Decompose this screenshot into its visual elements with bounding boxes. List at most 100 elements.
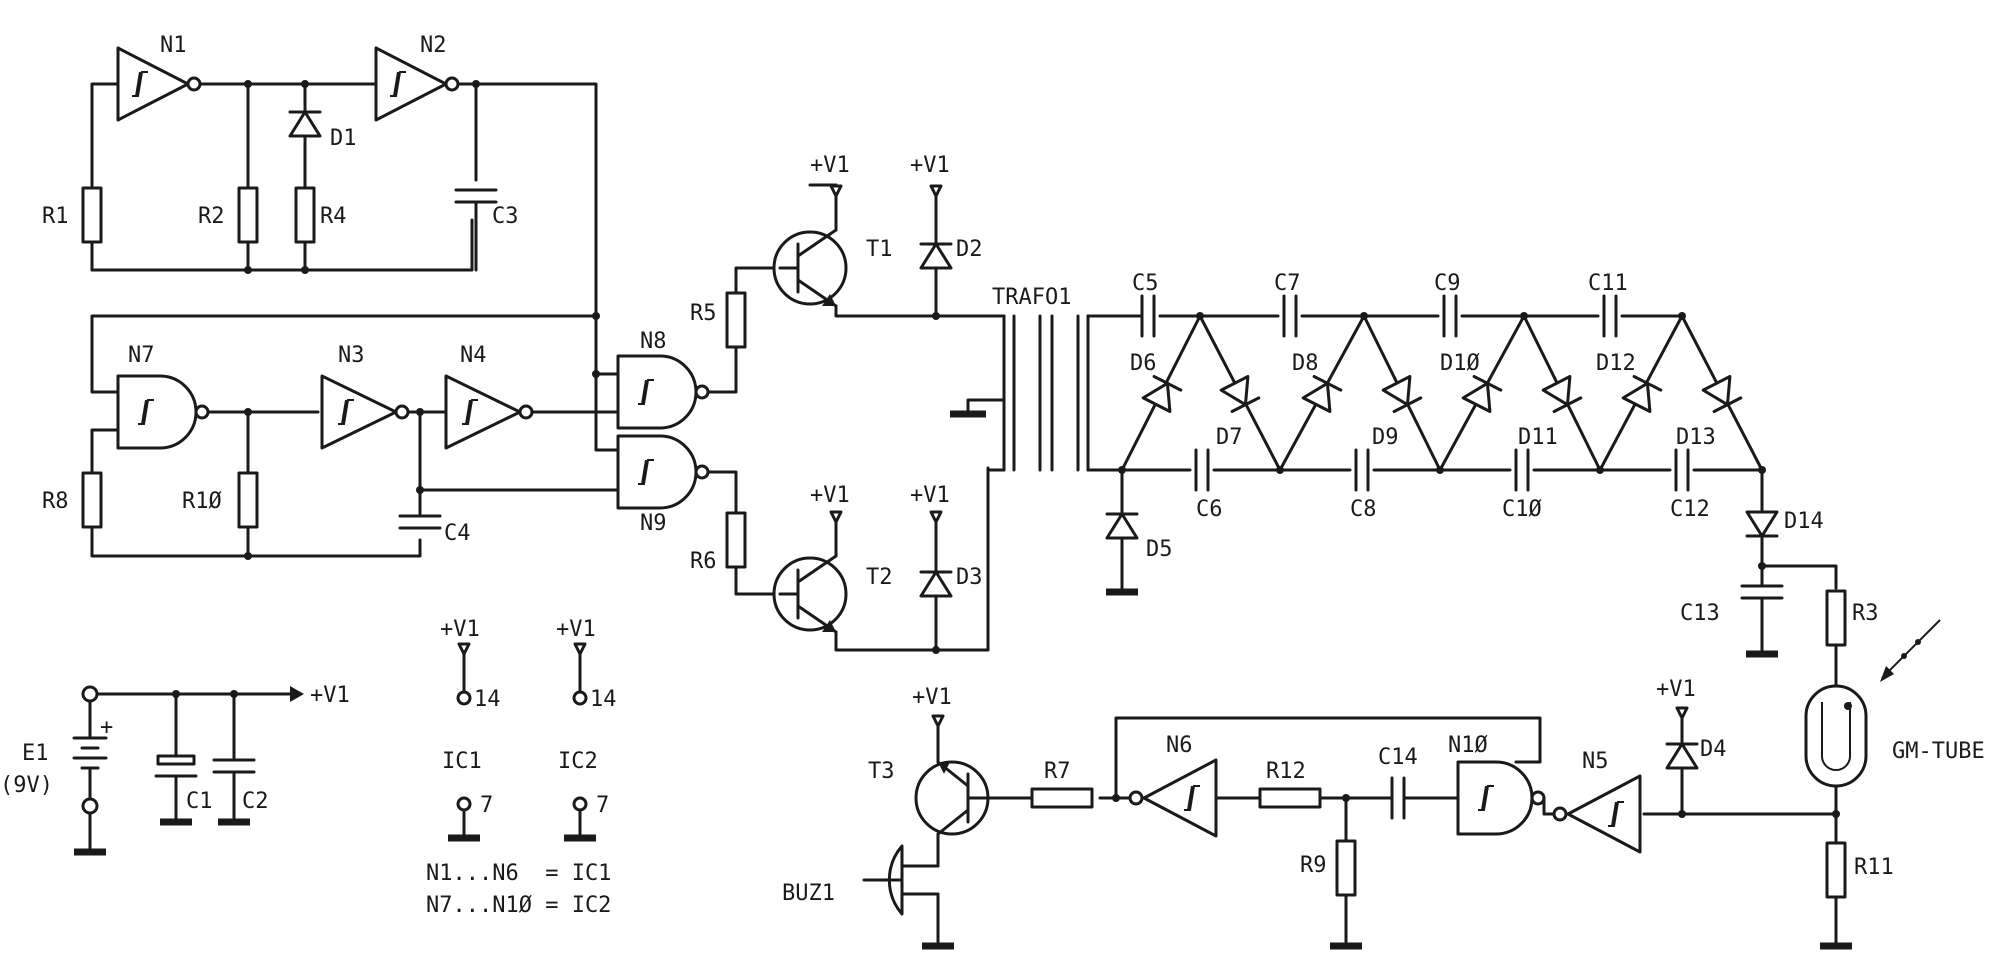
label-c10: C1Ø: [1502, 497, 1542, 522]
resistor-r9: [1335, 839, 1357, 897]
radiation-arrow-icon: [1880, 619, 1941, 682]
label-ic2-supply: +V1: [556, 617, 596, 642]
label-supply-t1: +V1: [810, 153, 850, 178]
label-ic1-pin7: 7: [480, 793, 493, 818]
label-c4: C4: [444, 521, 471, 546]
ic1-power: +V1 14 IC1 7: [440, 617, 501, 838]
gate-n4: [444, 374, 534, 450]
label-d13: D13: [1676, 425, 1716, 450]
label-r11: R11: [1854, 855, 1894, 880]
gm-tube: [1804, 684, 1868, 788]
label-n5: N5: [1582, 749, 1609, 774]
diode-d11: [1541, 374, 1583, 414]
label-t3: T3: [868, 759, 895, 784]
capacitor-c7: [1282, 294, 1298, 338]
label-c7: C7: [1274, 271, 1301, 296]
resistor-r10: [237, 471, 259, 529]
resistor-r12: [1258, 787, 1322, 809]
diode-d3: [919, 570, 953, 598]
label-trafo1: TRAFO1: [992, 285, 1071, 310]
label-n1: N1: [160, 33, 187, 58]
label-supply-d2: +V1: [910, 153, 950, 178]
label-gm-tube: GM-TUBE: [1892, 739, 1985, 764]
label-r1: R1: [42, 204, 69, 229]
label-n7: N7: [128, 343, 155, 368]
label-supply-main: +V1: [310, 683, 350, 708]
supply-d3: [929, 510, 943, 524]
capacitor-c2: [212, 758, 256, 774]
label-d5: D5: [1146, 537, 1173, 562]
supply-t1: [829, 184, 843, 198]
gate-n5: [1552, 774, 1642, 854]
label-r4: R4: [320, 204, 347, 229]
label-d4: D4: [1700, 737, 1727, 762]
gate-n2: [374, 46, 460, 122]
transistor-t3: [914, 760, 998, 836]
diode-d4: [1665, 742, 1699, 770]
resistor-r11: [1825, 841, 1847, 899]
supply-t3: [931, 714, 945, 728]
resistor-r5: [725, 291, 747, 349]
label-c3: C3: [492, 204, 519, 229]
capacitor-c8: [1354, 448, 1370, 492]
label-n2: N2: [420, 33, 447, 58]
label-n9: N9: [640, 511, 667, 536]
label-supply-t3: +V1: [912, 685, 952, 710]
label-d7: D7: [1216, 425, 1243, 450]
supply-d4: [1675, 706, 1689, 720]
multiplier-wires: [1086, 314, 1764, 472]
label-d6: D6: [1130, 351, 1157, 376]
label-n3: N3: [338, 343, 365, 368]
label-n4: N4: [460, 343, 487, 368]
label-r7: R7: [1044, 759, 1071, 784]
label-d1: D1: [330, 126, 357, 151]
gate-n10: [1456, 760, 1546, 836]
note-ic2-gates: N7...N1Ø = IC2: [426, 893, 611, 918]
label-ic1-pin14: 14: [474, 687, 501, 712]
label-c5: C5: [1132, 271, 1159, 296]
label-r2: R2: [198, 204, 225, 229]
label-supply-t2: +V1: [810, 483, 850, 508]
label-d8: D8: [1292, 351, 1319, 376]
label-ic1-supply: +V1: [440, 617, 480, 642]
diode-d14: [1745, 510, 1779, 538]
gate-n6: [1128, 758, 1218, 838]
resistor-r1: [81, 186, 103, 244]
label-r8: R8: [42, 489, 69, 514]
buzzer-buz1: [862, 844, 904, 916]
label-n8: N8: [640, 329, 667, 354]
gate-n9: [616, 434, 710, 510]
diode-d8: [1301, 374, 1343, 414]
label-c11: C11: [1588, 271, 1628, 296]
capacitor-c9: [1442, 294, 1458, 338]
label-r9: R9: [1300, 853, 1327, 878]
battery-e1: [72, 736, 108, 770]
note-ic1-gates: N1...N6 = IC1: [426, 861, 611, 886]
label-ic1: IC1: [442, 749, 482, 774]
label-r3: R3: [1852, 601, 1879, 626]
label-d14: D14: [1784, 509, 1824, 534]
label-c8: C8: [1350, 497, 1377, 522]
resistor-r6: [725, 511, 747, 569]
label-r5: R5: [690, 301, 717, 326]
label-buz1: BUZ1: [782, 881, 835, 906]
gate-n8: [616, 354, 710, 430]
label-c14: C14: [1378, 745, 1418, 770]
diode-d2: [919, 242, 953, 270]
diode-d13: [1701, 374, 1743, 414]
capacitor-c4: [398, 514, 442, 530]
capacitor-c11: [1602, 294, 1618, 338]
label-e1-voltage: (9V): [0, 773, 53, 798]
label-n6: N6: [1166, 733, 1193, 758]
label-n10: N1Ø: [1448, 733, 1488, 758]
label-c6: C6: [1196, 497, 1223, 522]
capacitor-c3: [454, 188, 498, 204]
label-c9: C9: [1434, 271, 1461, 296]
label-c2: C2: [242, 789, 269, 814]
label-d2: D2: [956, 237, 983, 262]
label-ic2-pin14: 14: [590, 687, 617, 712]
label-supply-d3: +V1: [910, 483, 950, 508]
capacitor-c13: [1740, 584, 1784, 600]
capacitor-c14: [1390, 776, 1406, 820]
